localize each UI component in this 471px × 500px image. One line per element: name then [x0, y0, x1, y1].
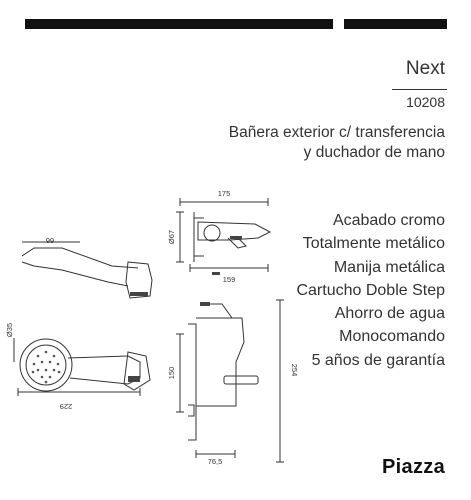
- feature-item: Cartucho Doble Step: [296, 281, 445, 299]
- header-bar-left: [25, 19, 333, 29]
- dim-front-spacing: 150: [167, 367, 176, 380]
- model-name: Next: [405, 58, 445, 79]
- dim-shower-head-diameter: Ø35: [5, 323, 14, 337]
- feature-item: Manija metálica: [333, 258, 445, 276]
- feature-item: Acabado cromo: [332, 212, 445, 229]
- dim-top-width: 175: [218, 189, 231, 198]
- brand-logo: Piazza: [382, 456, 445, 478]
- shower-front-view: [13, 338, 151, 396]
- description-line-1: Bañera exterior c/ transferencia: [228, 124, 445, 141]
- description-line-2: y duchador de mano: [303, 144, 445, 161]
- feature-item: Ahorro de agua: [334, 305, 445, 323]
- faucet-top-view: [176, 198, 272, 272]
- dim-top-height: Ø67: [167, 230, 176, 244]
- code-underline: [392, 89, 447, 90]
- drawing-fills: [128, 236, 242, 382]
- spray-holes: [31, 350, 61, 384]
- shower-side-view: [21, 241, 153, 299]
- product-code: 10208: [406, 94, 445, 110]
- dim-shower-total: 229: [60, 402, 73, 411]
- product-description: Bañera exterior c/ transferencia y ducha…: [229, 123, 445, 163]
- dim-front-height: 254: [290, 364, 299, 377]
- dim-front-depth: 76,5: [208, 457, 223, 466]
- feature-item: Monocomando: [339, 328, 445, 346]
- feature-list: Acabado cromo Totalmente metálico Manija…: [296, 209, 445, 372]
- header-bar-right: [344, 19, 447, 29]
- feature-item: 5 años de garantía: [311, 351, 445, 369]
- feature-item: Totalmente metálico: [302, 235, 445, 253]
- dim-shower-length: 66: [46, 236, 54, 245]
- faucet-front-view: [176, 299, 284, 463]
- dim-top-depth: 159: [223, 275, 236, 284]
